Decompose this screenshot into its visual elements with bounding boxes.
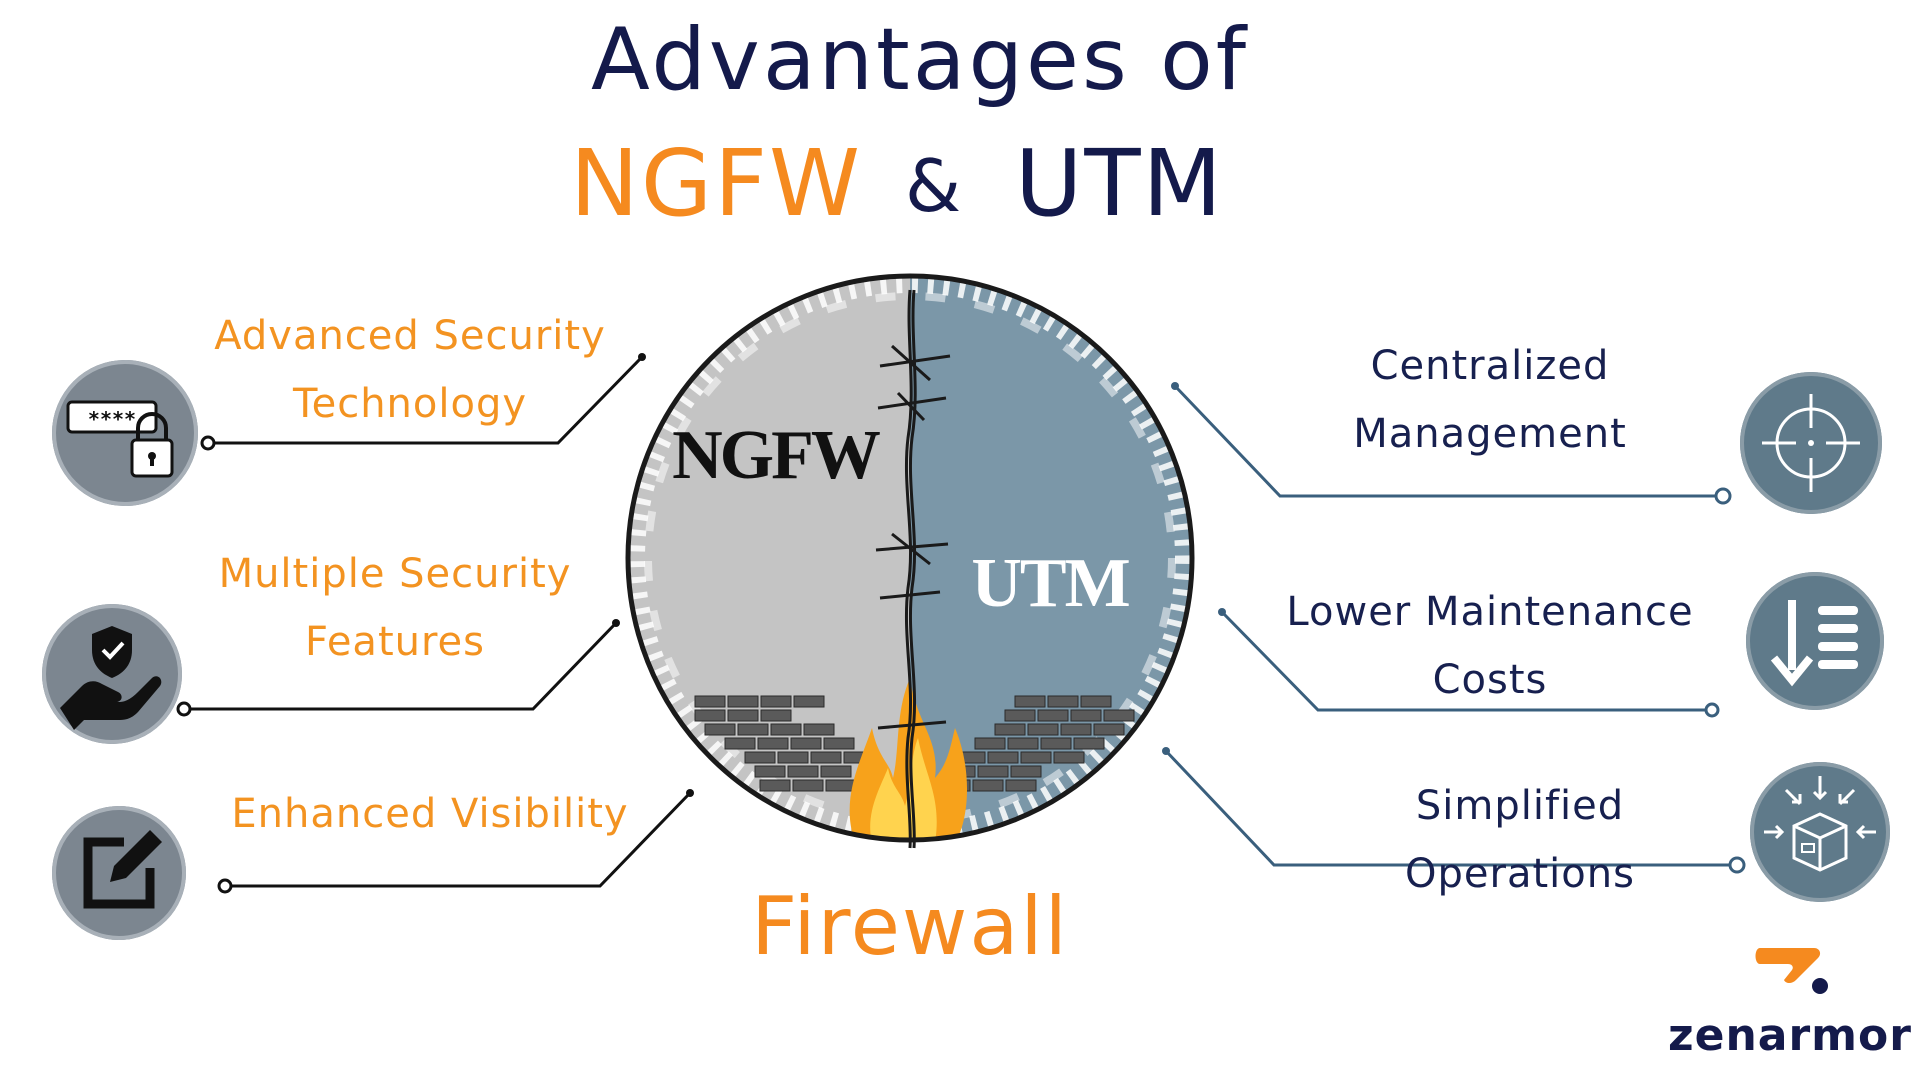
connector-dot [1171, 382, 1179, 390]
connector-dot [1704, 702, 1720, 718]
connector-dot [176, 701, 192, 717]
label-line: Multiple Security [218, 551, 572, 597]
shield-hand-icon [42, 604, 182, 744]
label-enhanced-visibility: Enhanced Visibility [225, 780, 635, 848]
label-simplified-operations: Simplified Operations [1300, 772, 1740, 908]
page-title: Advantages of [591, 10, 1249, 110]
password-lock-icon: **** [52, 360, 198, 506]
connector-lower-maintenance [1220, 610, 1712, 712]
connector-dot [217, 878, 233, 894]
zenarmor-mark-icon [1755, 948, 1828, 994]
svg-text:****: **** [88, 407, 136, 431]
label-line: Costs [1432, 657, 1548, 703]
connector-dot [1162, 747, 1170, 755]
label-advanced-security: Advanced Security Technology [200, 302, 620, 438]
connector-simplified-operations [1164, 749, 1737, 867]
label-line: Lower Maintenance [1286, 589, 1694, 635]
connector-dot [612, 619, 620, 627]
page-subtitle: NGFW & UTM [560, 130, 1280, 240]
label-line: Centralized [1370, 343, 1610, 389]
label-centralized-management: Centralized Management [1300, 332, 1680, 468]
label-line: Advanced Security [214, 313, 606, 359]
barbed-wire-icon [875, 289, 951, 849]
label-line: Simplified Operations [1405, 783, 1635, 897]
circle-label-utm: UTM [971, 545, 1129, 622]
title-ngfw: NGFW [570, 130, 862, 237]
connector-dot [638, 353, 646, 361]
sort-down-list-icon [1746, 572, 1884, 710]
connector-dot [1218, 608, 1226, 616]
label-multiple-security: Multiple Security Features [195, 540, 595, 676]
brick-wall-left [694, 695, 875, 792]
connector-enhanced-visibility [225, 791, 692, 888]
brand-logo: zenarmor [1660, 930, 1920, 1070]
brand-name: zenarmor [1668, 1010, 1912, 1061]
label-line: Technology [292, 381, 528, 427]
title-ampersand: & [905, 144, 964, 228]
label-lower-maintenance: Lower Maintenance Costs [1270, 578, 1710, 714]
title-utm: UTM [1015, 130, 1224, 237]
connector-dot [1728, 856, 1746, 874]
crosshair-icon [1740, 372, 1882, 514]
firewall-caption: Firewall [751, 880, 1069, 973]
label-line: Management [1353, 411, 1627, 457]
label-line: Features [305, 619, 485, 665]
package-arrows-icon [1750, 762, 1890, 902]
connector-centralized-management [1173, 384, 1723, 498]
connector-dot [200, 435, 216, 451]
edit-window-icon [52, 806, 186, 940]
connector-dot [1714, 487, 1732, 505]
connector-multiple-security [184, 621, 618, 711]
label-line: Enhanced Visibility [231, 791, 629, 837]
firewall-circle: NGFW UTM [625, 273, 1195, 849]
connector-advanced-security [208, 355, 644, 445]
circle-label-ngfw: NGFW [672, 417, 880, 494]
connector-dot [686, 789, 694, 797]
